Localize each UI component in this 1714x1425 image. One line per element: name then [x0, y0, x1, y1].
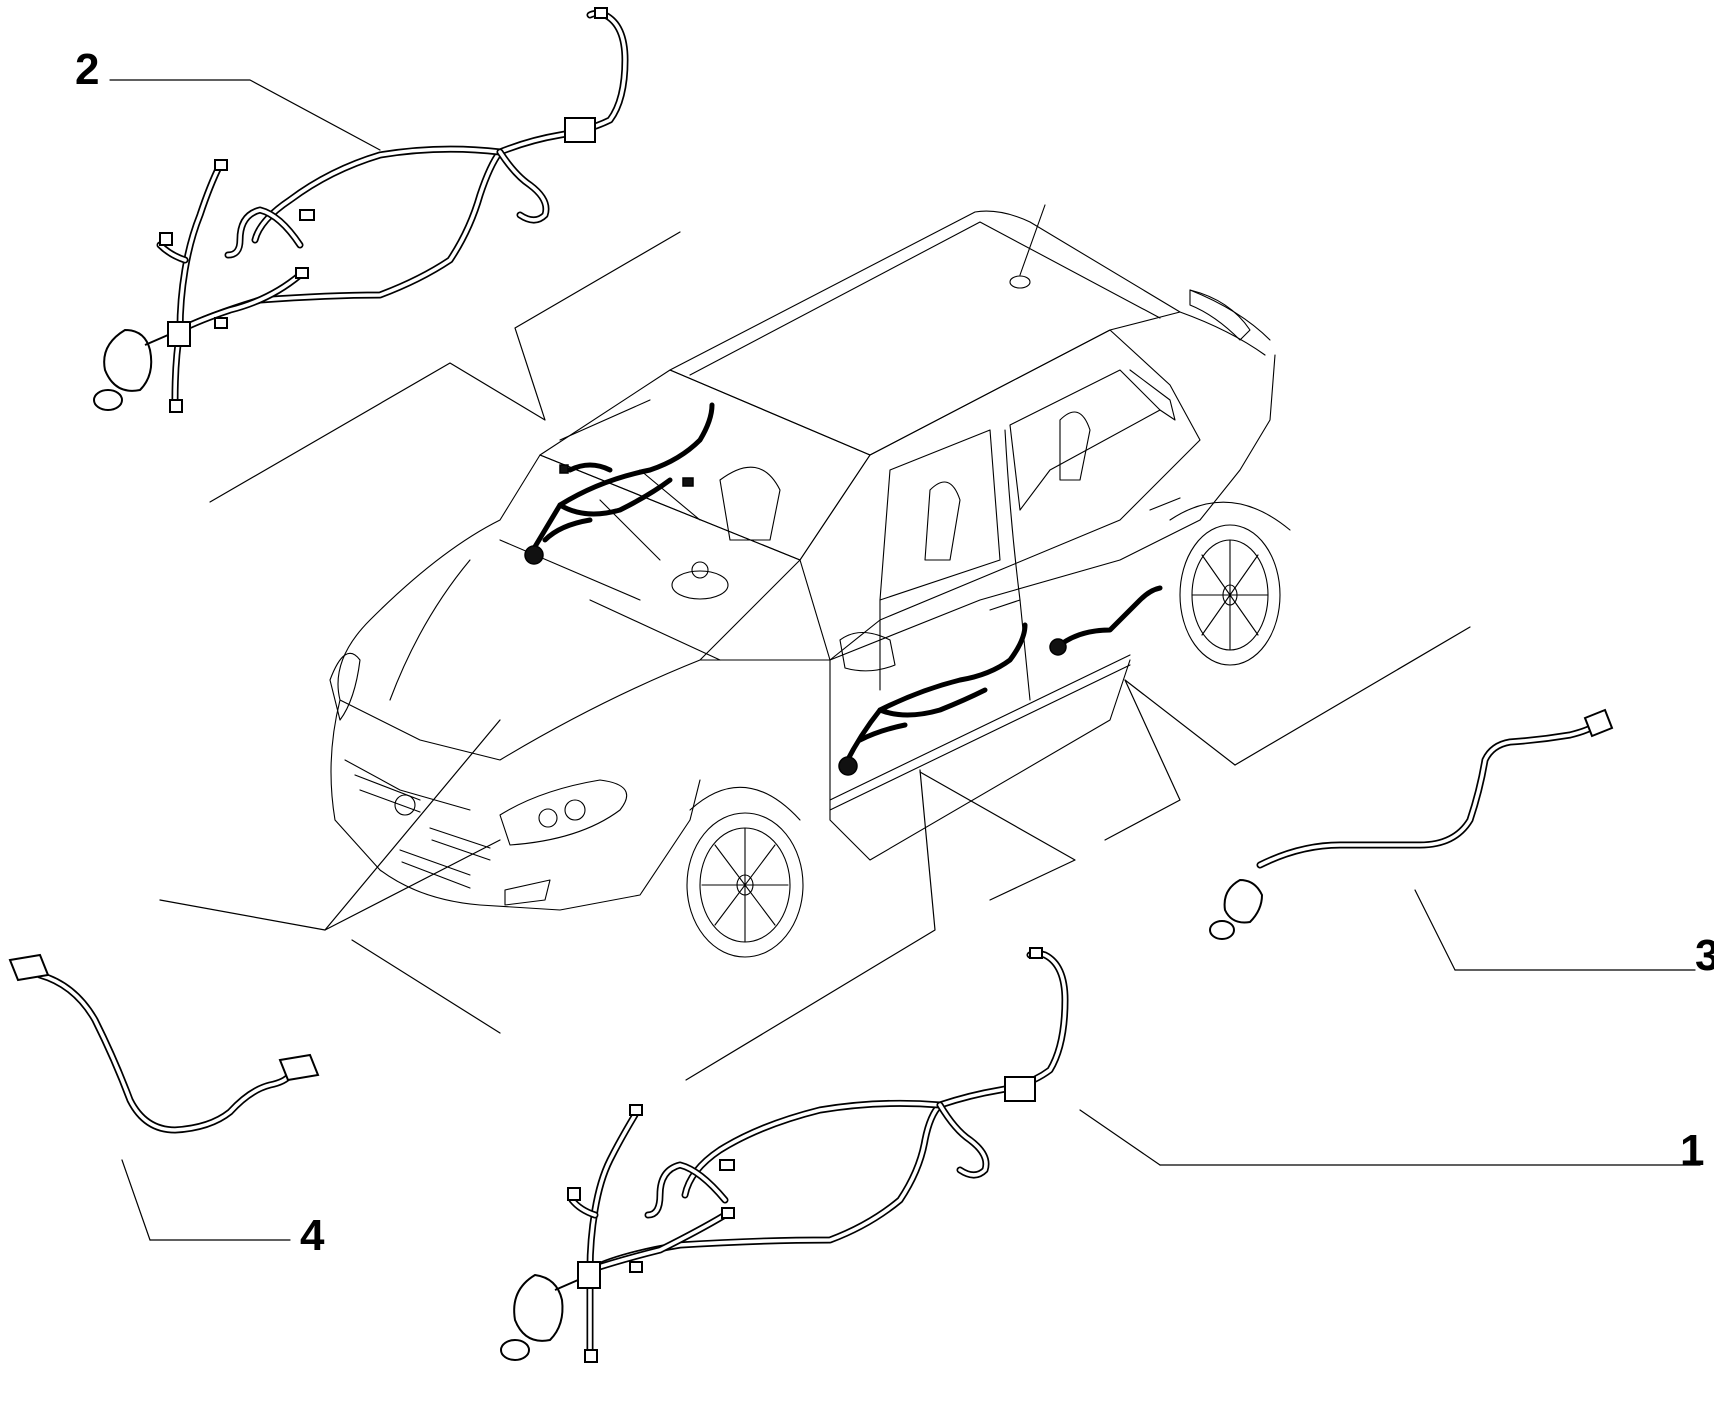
callout-2: 2 — [75, 45, 99, 94]
callout-3: 3 — [1695, 931, 1714, 980]
harness-1 — [500, 947, 1069, 1363]
harness-2 — [93, 7, 629, 413]
callout-1: 1 — [1680, 1126, 1704, 1175]
installed-harness-front — [524, 402, 715, 565]
installed-harness-door-front — [838, 622, 1028, 776]
callout-4: 4 — [300, 1211, 325, 1260]
harness-4 — [8, 953, 320, 1134]
car-illustration — [329, 204, 1291, 958]
installed-harness-door-rear — [1049, 585, 1163, 656]
leader-lines — [109, 79, 1701, 1241]
harness-3 — [1209, 708, 1614, 940]
